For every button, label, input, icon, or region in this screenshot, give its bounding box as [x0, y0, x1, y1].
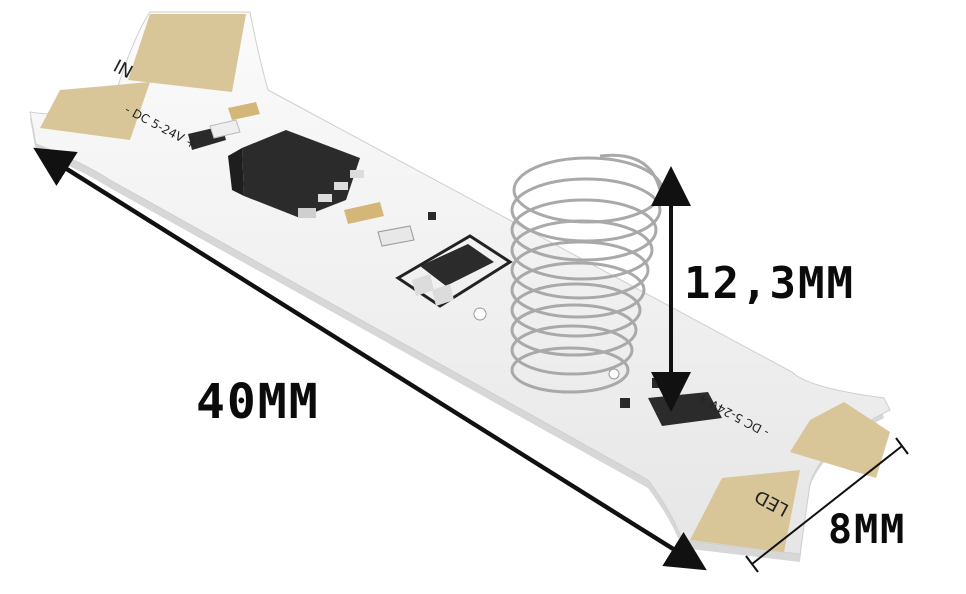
dimension-arrows — [33, 147, 909, 573]
height-dimension-label: 12,3MM — [684, 258, 855, 309]
pad-out-bottom — [690, 470, 800, 552]
ic-chip — [420, 244, 494, 286]
smd-capacitor-1 — [228, 102, 260, 120]
components — [188, 102, 722, 426]
width-line — [751, 445, 903, 565]
touch-spring — [510, 153, 664, 394]
pad-in-top — [128, 14, 246, 92]
solder-pads — [40, 14, 890, 552]
pad-in-bottom — [40, 82, 150, 140]
smd-resistor-1 — [209, 119, 241, 139]
length-dimension-label: 40MM — [196, 374, 320, 430]
width-dimension-label: 8MM — [828, 507, 907, 553]
smd-resistor-2 — [377, 225, 415, 247]
ic-outline — [395, 234, 513, 308]
smd-capacitor-2 — [344, 202, 384, 224]
pad-out-top — [790, 402, 890, 478]
length-arrow-start — [33, 147, 682, 555]
